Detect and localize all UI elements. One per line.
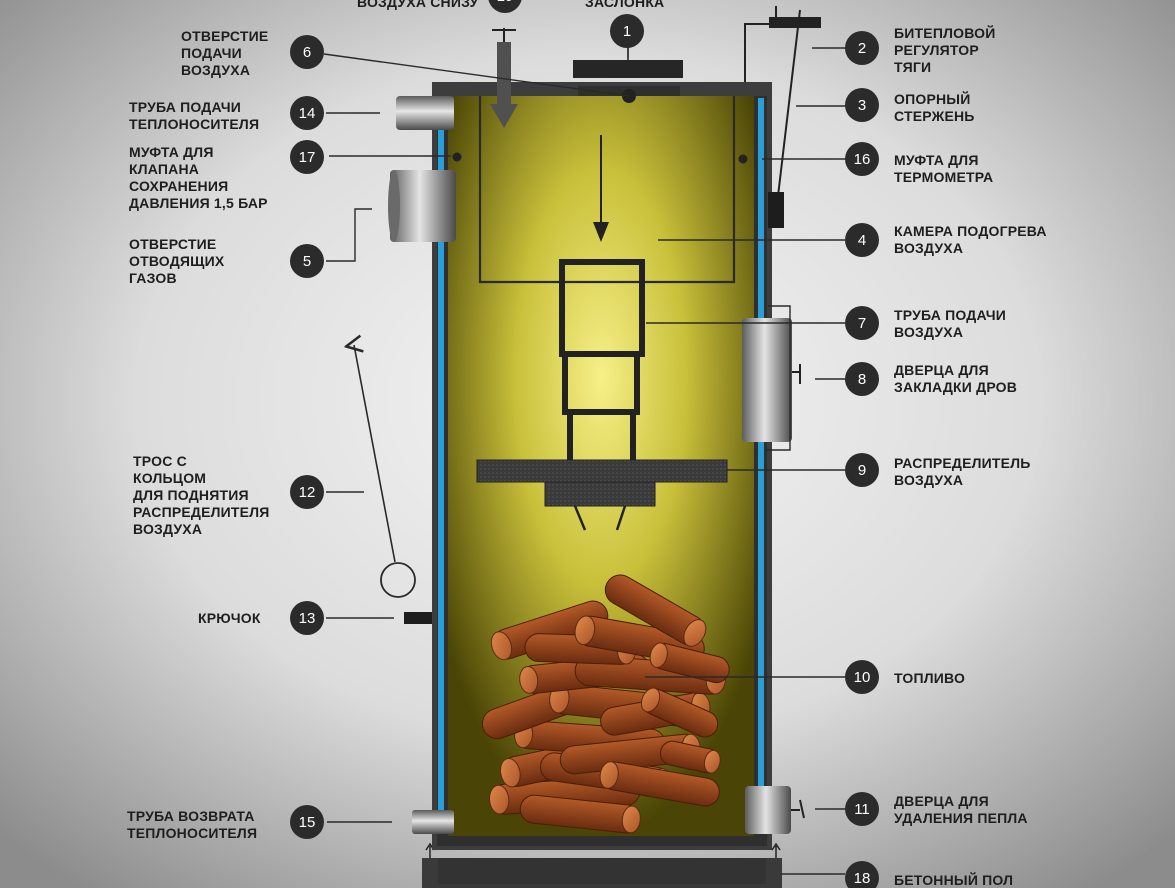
air-supply-tube	[559, 259, 645, 460]
badge-4: 4	[845, 223, 879, 257]
badge-number: 6	[303, 44, 311, 61]
hook	[404, 612, 432, 624]
badge-number: 14	[299, 105, 316, 122]
label-11: ДВЕРЦА ДЛЯ УДАЛЕНИЯ ПЕПЛА	[894, 793, 1028, 826]
badge-number: 9	[858, 462, 866, 479]
badge-5: 5	[290, 244, 324, 278]
badge-13: 13	[290, 601, 324, 635]
badge-18: 18	[845, 861, 879, 888]
badge-17: 17	[290, 140, 324, 174]
log	[649, 642, 730, 684]
label-3: ОПОРНЫЙ СТЕРЖЕНЬ	[894, 91, 975, 124]
cable-with-ring	[354, 345, 416, 598]
log	[490, 600, 609, 661]
log	[604, 574, 707, 647]
flue-gas-outlet	[388, 170, 456, 242]
label-19: ВОЗДУХА СНИЗУ	[357, 0, 479, 10]
heat-carrier-supply-pipe	[396, 96, 454, 130]
badge-number: 1	[623, 23, 631, 40]
firewood	[481, 574, 730, 834]
badge-number: 3	[858, 97, 866, 114]
heat-carrier-return-pipe	[412, 810, 454, 834]
badge-1: 1	[610, 14, 644, 48]
badge-number: 16	[854, 151, 871, 168]
air-preheat-chamber	[478, 96, 736, 284]
bottom-air-inlet	[490, 28, 518, 128]
badge-number: 17	[299, 149, 316, 166]
fuel-loading-door	[742, 318, 801, 442]
label-7: ТРУБА ПОДАЧИ ВОЗДУХА	[894, 307, 1007, 340]
label-9: РАСПРЕДЕЛИТЕЛЬ ВОЗДУХА	[894, 455, 1031, 488]
badge-3: 3	[845, 88, 879, 122]
label-2: БИТЕПЛОВОЙ РЕГУЛЯТОР ТЯГИ	[894, 25, 996, 75]
number-badges: 12345678910111213141516171819	[290, 0, 879, 888]
water-jacket-right	[758, 98, 764, 818]
badge-number: 7	[858, 315, 866, 332]
log	[599, 761, 720, 807]
badge-11: 11	[845, 792, 879, 826]
label-18: БЕТОННЫЙ ПОЛ	[894, 872, 1014, 888]
badge-number: 19	[497, 0, 514, 5]
label-1: ЗАСЛОНКА	[585, 0, 665, 10]
badge-8: 8	[845, 362, 879, 396]
label-6: ОТВЕРСТИЕ ПОДАЧИ ВОЗДУХА	[181, 28, 269, 78]
badge-12: 12	[290, 475, 324, 509]
badge-number: 2	[858, 40, 866, 57]
label-10: ТОПЛИВО	[894, 670, 966, 686]
label-16: МУФТА ДЛЯ ТЕРМОМЕТРА	[894, 152, 994, 185]
badge-10: 10	[845, 660, 879, 694]
concrete-floor	[422, 842, 782, 888]
log	[519, 794, 641, 834]
badge-number: 10	[854, 669, 871, 686]
air-distributor	[476, 459, 728, 531]
badge-number: 12	[299, 484, 316, 501]
badge-number: 15	[299, 814, 316, 831]
badge-9: 9	[845, 453, 879, 487]
badge-16: 16	[845, 142, 879, 176]
badge-6: 6	[290, 35, 324, 69]
badge-2: 2	[845, 31, 879, 65]
badge-number: 11	[854, 801, 870, 818]
leader-lines	[323, 45, 850, 875]
log	[640, 687, 719, 738]
pressure-valve-socket	[452, 152, 462, 162]
badge-15: 15	[290, 805, 324, 839]
label-13: КРЮЧОК	[198, 610, 261, 626]
thermometer-socket	[738, 154, 748, 164]
badge-19: 19	[488, 0, 522, 13]
badge-number: 4	[858, 232, 866, 249]
label-14: ТРУБА ПОДАЧИ ТЕПЛОНОСИТЕЛЯ	[129, 99, 260, 132]
label-17: МУФТА ДЛЯ КЛАПАНА СОХРАНЕНИЯ ДАВЛЕНИЯ 1,…	[129, 144, 268, 211]
label-15: ТРУБА ВОЗВРАТА ТЕПЛОНОСИТЕЛЯ	[127, 808, 258, 841]
badge-number: 13	[299, 610, 316, 627]
badge-7: 7	[845, 306, 879, 340]
label-12: ТРОС С КОЛЬЦОМ ДЛЯ ПОДНЯТИЯ РАСПРЕДЕЛИТЕ…	[133, 453, 270, 537]
label-4: КАМЕРА ПОДОГРЕВА ВОЗДУХА	[894, 223, 1047, 256]
badge-14: 14	[290, 96, 324, 130]
label-5: ОТВЕРСТИЕ ОТВОДЯЩИХ ГАЗОВ	[129, 236, 225, 286]
log	[659, 740, 721, 774]
badge-number: 5	[303, 253, 311, 270]
badge-number: 8	[858, 371, 866, 388]
downward-air-arrow	[593, 135, 609, 242]
draft-regulator	[744, 6, 821, 228]
ash-door	[745, 786, 805, 834]
water-jacket-left	[438, 98, 444, 818]
label-8: ДВЕРЦА ДЛЯ ЗАКЛАДКИ ДРОВ	[894, 362, 1018, 395]
badge-number: 18	[854, 870, 871, 887]
